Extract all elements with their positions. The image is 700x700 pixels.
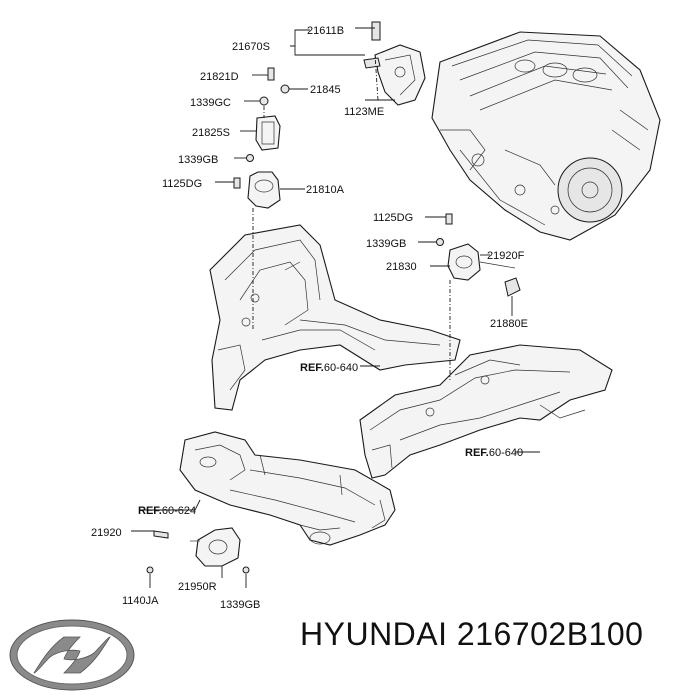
label-1339GC: 1339GC bbox=[190, 97, 231, 109]
label-21825S: 21825S bbox=[192, 127, 230, 139]
label-21830: 21830 bbox=[386, 261, 417, 273]
label-21880E: 21880E bbox=[490, 318, 528, 330]
label-21950R: 21950R bbox=[178, 581, 217, 593]
ref-subframe-prefix: REF. bbox=[138, 505, 162, 517]
engine-block bbox=[431, 31, 661, 241]
ref-subframe: REF.60-624 bbox=[138, 505, 196, 517]
ref-right-number: 60-640 bbox=[489, 447, 523, 459]
subframe bbox=[179, 431, 396, 546]
label-21810A: 21810A bbox=[306, 184, 345, 196]
part-caption: HYUNDAI 216702B100 bbox=[300, 616, 643, 653]
label-21920: 21920 bbox=[91, 527, 122, 539]
ref-left: REF.60-640 bbox=[300, 362, 358, 374]
ref-left-number: 60-640 bbox=[324, 362, 358, 374]
part-labels: 21611B 21670S 21821D 21845 1339GC 1123ME… bbox=[91, 25, 528, 611]
part-number: 216702B100 bbox=[456, 616, 644, 652]
left-side-member bbox=[209, 224, 461, 411]
label-21611B: 21611B bbox=[307, 25, 344, 37]
hyundai-logo bbox=[9, 619, 135, 691]
label-1125DG-right: 1125DG bbox=[373, 212, 413, 224]
ref-subframe-number: 60-624 bbox=[162, 505, 196, 517]
label-1339GB-mid: 1339GB bbox=[366, 238, 406, 250]
leader-lines bbox=[131, 27, 540, 588]
left-mount-parts bbox=[233, 67, 290, 209]
label-1339GB-bottom: 1339GB bbox=[220, 599, 260, 611]
brand-name: HYUNDAI bbox=[300, 616, 448, 652]
label-1125DG-left: 1125DG bbox=[162, 178, 202, 190]
right-side-member bbox=[359, 344, 613, 479]
label-21670S: 21670S bbox=[232, 41, 270, 53]
ref-labels: REF.60-640 REF.60-640 REF.60-624 bbox=[138, 362, 523, 517]
ref-right: REF.60-640 bbox=[465, 447, 523, 459]
upper-engine-bracket bbox=[363, 21, 426, 106]
label-1339GB-top: 1339GB bbox=[178, 154, 218, 166]
ref-right-prefix: REF. bbox=[465, 447, 489, 459]
right-mount-parts bbox=[436, 213, 521, 297]
label-21845: 21845 bbox=[310, 84, 341, 96]
roll-rod-mount bbox=[146, 527, 250, 574]
label-1140JA: 1140JA bbox=[122, 595, 159, 607]
label-1123ME: 1123ME bbox=[344, 106, 384, 118]
ref-left-prefix: REF. bbox=[300, 362, 324, 374]
label-21920F: 21920F bbox=[487, 250, 525, 262]
label-21821D: 21821D bbox=[200, 71, 239, 83]
